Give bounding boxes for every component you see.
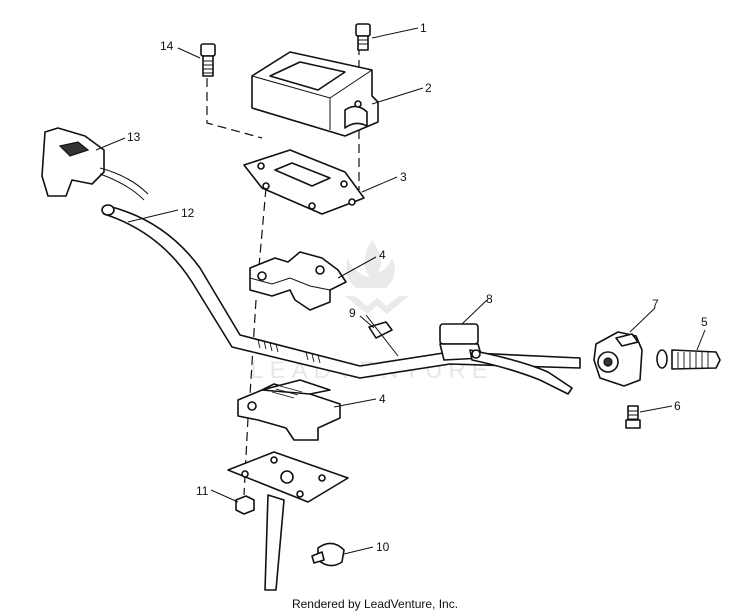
callout-14: 14 (160, 39, 174, 53)
callout-10: 10 (376, 540, 390, 554)
brake-lever-8 (439, 323, 573, 395)
callout-13: 13 (127, 130, 141, 144)
throttle-housing-13 (41, 127, 149, 201)
clamp-upper-4 (249, 251, 347, 311)
grip-5 (656, 349, 721, 370)
switch-housing-7 (593, 331, 643, 387)
callout-7: 7 (652, 297, 659, 311)
callout-4-upper: 4 (379, 248, 386, 262)
callout-9: 9 (349, 306, 356, 320)
nut-11 (235, 495, 255, 515)
callout-8: 8 (486, 292, 493, 306)
callout-12: 12 (181, 206, 195, 220)
callout-5: 5 (701, 315, 708, 329)
screw-6 (625, 405, 641, 429)
footer-credit: Rendered by LeadVenture, Inc. (291, 597, 459, 611)
bolt-14 (200, 43, 216, 77)
callout-4-lower: 4 (379, 392, 386, 406)
callout-labels: 1 2 3 4 4 5 6 7 8 9 10 11 12 13 14 (127, 21, 708, 554)
pad-9 (368, 321, 393, 339)
callout-2: 2 (425, 81, 432, 95)
clamp-lower-4 (237, 379, 341, 441)
callout-6: 6 (674, 399, 681, 413)
leader-lines (95, 27, 706, 555)
mounting-plate-3 (243, 149, 365, 215)
callout-1: 1 (420, 21, 427, 35)
handlebar-12 (101, 204, 581, 379)
callout-11: 11 (196, 484, 209, 498)
clamp-cover-2 (251, 51, 379, 137)
steering-plate (227, 451, 349, 591)
bolt-1 (355, 23, 371, 51)
clip-10 (311, 542, 345, 567)
callout-3: 3 (400, 170, 407, 184)
